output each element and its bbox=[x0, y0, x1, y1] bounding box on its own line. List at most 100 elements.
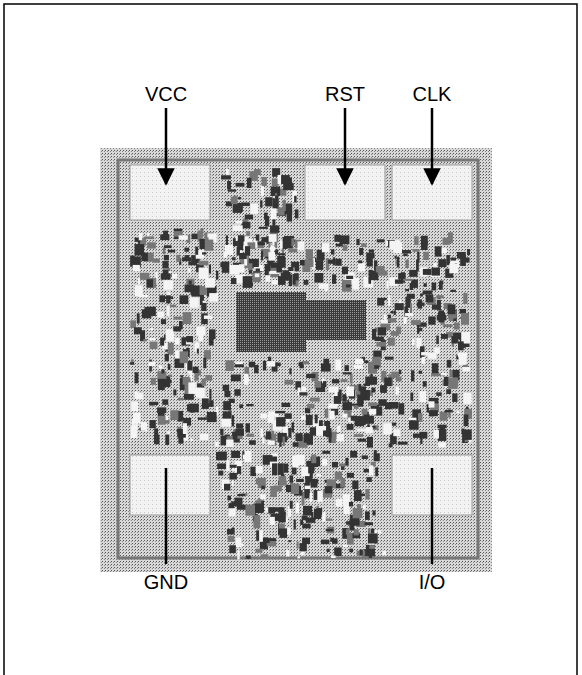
circuit-cell bbox=[243, 276, 253, 288]
circuit-cell bbox=[304, 280, 309, 285]
circuit-cell bbox=[220, 429, 223, 435]
circuit-cell bbox=[254, 518, 261, 528]
circuit-cell bbox=[298, 241, 304, 250]
circuit-cell bbox=[278, 253, 286, 255]
circuit-cell bbox=[159, 295, 165, 302]
circuit-cell bbox=[286, 419, 289, 422]
circuit-cell bbox=[373, 425, 378, 430]
circuit-cell bbox=[360, 549, 363, 555]
circuit-cell bbox=[256, 549, 263, 553]
circuit-cell bbox=[439, 281, 443, 285]
circuit-cell bbox=[306, 249, 313, 259]
circuit-cell bbox=[365, 416, 374, 424]
circuit-cell bbox=[446, 389, 451, 394]
circuit-cell bbox=[389, 241, 399, 250]
circuit-cell bbox=[369, 545, 375, 549]
circuit-cell bbox=[311, 479, 318, 488]
circuit-cell bbox=[329, 434, 336, 444]
circuit-cell bbox=[237, 550, 239, 559]
circuit-cell bbox=[249, 263, 252, 273]
circuit-cell bbox=[438, 442, 446, 447]
circuit-cell bbox=[342, 267, 348, 275]
circuit-cell bbox=[205, 278, 215, 287]
frame bbox=[4, 4, 577, 675]
circuit-cell bbox=[441, 334, 448, 339]
circuit-cell bbox=[279, 524, 285, 529]
circuit-cell bbox=[402, 250, 411, 253]
circuit-cell bbox=[403, 279, 412, 281]
circuit-cell bbox=[438, 259, 446, 267]
circuit-cell bbox=[463, 293, 467, 304]
circuit-cell bbox=[337, 426, 341, 432]
circuit-cell bbox=[165, 380, 171, 384]
circuit-cell bbox=[305, 259, 314, 267]
circuit-cell bbox=[321, 257, 324, 262]
circuit-cell bbox=[162, 261, 168, 268]
circuit-cell bbox=[357, 395, 363, 405]
circuit-cell bbox=[436, 295, 444, 298]
circuit-cell bbox=[288, 267, 293, 271]
circuit-cell bbox=[188, 382, 195, 393]
circuit-cell bbox=[316, 426, 326, 436]
circuit-cell bbox=[457, 252, 466, 259]
circuit-cell bbox=[346, 276, 353, 279]
circuit-cell bbox=[303, 361, 309, 364]
circuit-cell bbox=[224, 484, 230, 491]
circuit-cell bbox=[289, 475, 293, 482]
circuit-cell bbox=[269, 538, 276, 541]
circuit-cell bbox=[250, 467, 256, 476]
circuit-cell bbox=[183, 423, 187, 434]
circuit-cell bbox=[165, 354, 169, 361]
circuit-cell bbox=[131, 359, 134, 362]
circuit-cell bbox=[411, 320, 420, 325]
circuit-cell bbox=[358, 263, 365, 271]
circuit-cell bbox=[164, 255, 169, 260]
circuit-cell bbox=[272, 463, 277, 475]
circuit-cell bbox=[209, 265, 211, 274]
circuit-cell bbox=[228, 189, 236, 191]
circuit-cell bbox=[423, 381, 427, 386]
circuit-cell bbox=[297, 556, 300, 558]
circuit-cell bbox=[384, 377, 391, 386]
circuit-cell bbox=[374, 450, 377, 460]
circuit-cell bbox=[364, 384, 370, 386]
circuit-cell bbox=[322, 512, 325, 521]
circuit-cell bbox=[260, 200, 262, 207]
circuit-cell bbox=[276, 417, 285, 426]
circuit-cell bbox=[332, 462, 338, 468]
circuit-cell bbox=[406, 260, 409, 268]
circuit-cell bbox=[199, 239, 204, 249]
circuit-cell bbox=[345, 458, 348, 465]
circuit-cell bbox=[263, 543, 266, 549]
circuit-cell bbox=[173, 389, 176, 395]
circuit-cell bbox=[442, 238, 449, 245]
circuit-cell bbox=[355, 416, 364, 426]
circuit-cell bbox=[161, 369, 164, 373]
circuit-cell bbox=[405, 297, 410, 308]
circuit-cell bbox=[254, 365, 258, 373]
circuit-cell bbox=[301, 387, 306, 392]
circuit-cell bbox=[319, 283, 329, 288]
circuit-cell bbox=[276, 264, 282, 273]
circuit-cell bbox=[432, 283, 437, 291]
circuit-cell bbox=[434, 348, 440, 354]
circuit-cell bbox=[277, 433, 286, 442]
circuit-cell bbox=[266, 508, 268, 512]
circuit-cell bbox=[147, 307, 156, 316]
circuit-cell bbox=[328, 260, 335, 264]
circuit-cell bbox=[302, 538, 310, 544]
circuit-cell bbox=[343, 545, 348, 547]
circuit-cell bbox=[238, 235, 244, 241]
circuit-cell bbox=[191, 439, 193, 441]
circuit-cell bbox=[432, 305, 440, 310]
circuit-cell bbox=[245, 215, 253, 220]
die bbox=[100, 148, 492, 572]
circuit-cell bbox=[365, 511, 370, 519]
circuit-cell bbox=[424, 283, 427, 287]
circuit-cell bbox=[285, 380, 294, 385]
circuit-cell bbox=[443, 324, 453, 327]
circuit-cell bbox=[256, 478, 260, 484]
circuit-cell bbox=[331, 555, 336, 558]
circuit-cell bbox=[315, 381, 321, 387]
circuit-cell bbox=[388, 295, 390, 305]
